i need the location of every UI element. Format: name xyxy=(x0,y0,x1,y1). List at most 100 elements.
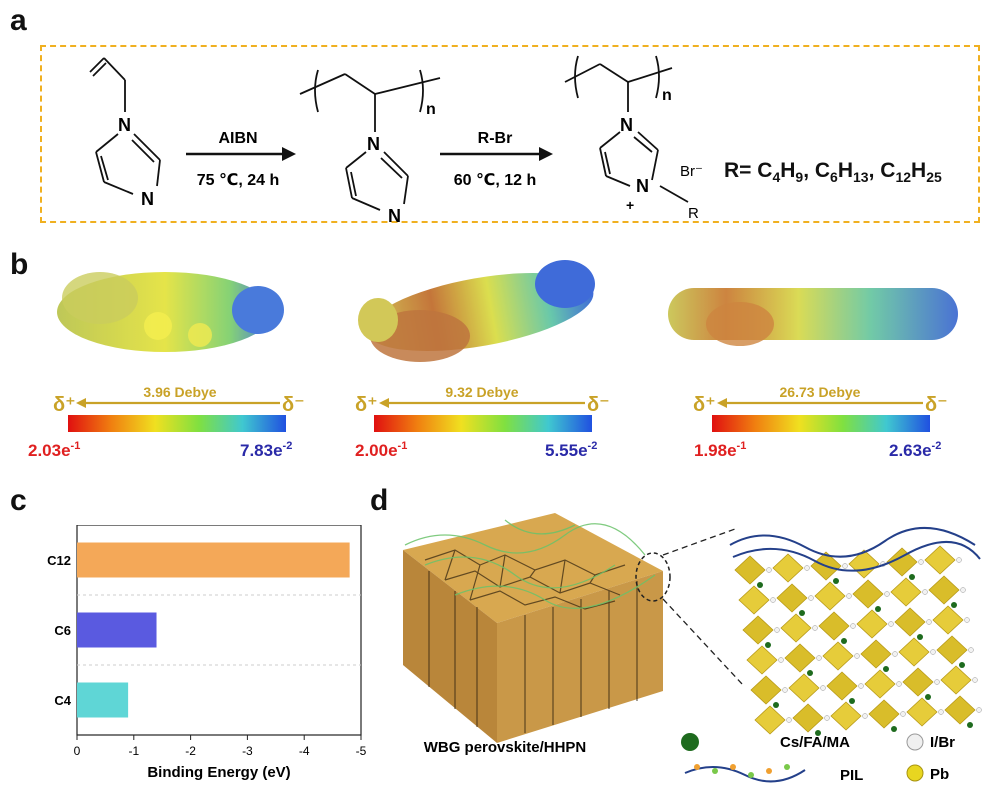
esp-min-2: 2.00e-1 xyxy=(355,440,407,460)
halide-atom xyxy=(888,621,894,627)
polymer-structure xyxy=(299,69,441,211)
halide-atom xyxy=(976,707,982,713)
octahedron xyxy=(830,701,862,731)
halide-atom xyxy=(900,711,906,717)
halide-atom xyxy=(766,567,772,573)
delta-minus-3: δ⁻ xyxy=(925,394,948,416)
halide-atom xyxy=(824,715,830,721)
category-label-c12: C12 xyxy=(47,553,71,568)
r-group-definition: R= C4H9, C6H13, C12H25 xyxy=(724,159,942,186)
scheme-drawing: N N AIBN 75 ℃, 24 h n N N R-Br xyxy=(89,55,703,226)
r-c4h9: C4H9 xyxy=(757,159,804,186)
octahedron xyxy=(906,697,938,727)
halide-atom xyxy=(820,685,826,691)
octahedron xyxy=(932,605,964,635)
a-site-cation xyxy=(849,698,855,704)
a-site-cation xyxy=(799,610,805,616)
legend-label-pil: PIL xyxy=(840,767,863,784)
x-tick-label: 0 xyxy=(74,744,81,758)
octahedron xyxy=(924,545,956,575)
a-site-cation xyxy=(925,694,931,700)
a-site-cation xyxy=(841,638,847,644)
halide-atom xyxy=(816,655,822,661)
repeat-n-1: n xyxy=(426,101,436,118)
octahedron xyxy=(868,699,900,729)
octahedron xyxy=(886,547,918,577)
bar-c12 xyxy=(77,542,350,578)
pil-n1: N xyxy=(620,115,633,135)
halide-atom xyxy=(842,563,848,569)
octahedron xyxy=(780,613,812,643)
octahedron xyxy=(814,581,846,611)
perovskite-block xyxy=(403,513,663,743)
octahedron xyxy=(860,639,892,669)
legend-marker-pil xyxy=(684,764,806,783)
x-tick-label: -1 xyxy=(128,744,139,758)
zoom-region xyxy=(635,552,671,602)
r-c6h13: C6H13 xyxy=(814,159,869,186)
a-site-cation xyxy=(959,662,965,668)
legend-marker-cs xyxy=(681,733,699,751)
halide-atom xyxy=(846,593,852,599)
octahedron xyxy=(746,645,778,675)
category-label-c6: C6 xyxy=(54,623,71,638)
octahedron xyxy=(754,705,786,735)
octahedron xyxy=(944,695,976,725)
delta-minus-1: δ⁻ xyxy=(282,394,305,416)
esp-min-3: 1.98e-1 xyxy=(694,440,746,460)
esp-max-3: 2.63e-2 xyxy=(889,440,941,460)
panel-label-d: d xyxy=(370,484,389,517)
halide-atom xyxy=(770,597,776,603)
octahedron xyxy=(822,641,854,671)
monomer-structure xyxy=(89,57,161,195)
octahedron xyxy=(788,673,820,703)
octahedron xyxy=(928,575,960,605)
repeat-n-2: n xyxy=(662,87,672,104)
octahedron xyxy=(848,549,880,579)
halide-atom xyxy=(922,589,928,595)
halide-atom xyxy=(934,679,940,685)
x-tick-label: -3 xyxy=(242,744,253,758)
scheme-border xyxy=(40,45,980,223)
a-site-cation xyxy=(765,642,771,648)
halide-atom xyxy=(858,683,864,689)
halide-atom xyxy=(896,681,902,687)
octahedron xyxy=(742,615,774,645)
perovskite-schematic: WBG perovskite/HHPN Cs/FA/MA I/Br PIL Pb xyxy=(403,513,982,784)
a-site-cation xyxy=(909,574,915,580)
halide-atom xyxy=(968,647,974,653)
dipole-block-3: δ⁺ δ⁻ 26.73 Debye 1.98e-1 2.63e-2 xyxy=(693,384,948,460)
octahedron xyxy=(772,553,804,583)
delta-plus-3: δ⁺ xyxy=(693,394,716,416)
dipole-value-3: 26.73 Debye xyxy=(780,384,861,400)
polymer-n1: N xyxy=(367,134,380,154)
octahedron xyxy=(936,635,968,665)
r-substituent: R xyxy=(688,205,699,222)
esp-min-1: 2.03e-1 xyxy=(28,440,80,460)
a-site-cation xyxy=(815,730,821,736)
halide-atom xyxy=(918,559,924,565)
octahedron xyxy=(750,675,782,705)
a-site-cation xyxy=(773,702,779,708)
dipole-block-1: δ⁺ δ⁻ 3.96 Debye 2.03e-1 7.83e-2 xyxy=(28,384,305,460)
a-site-cation xyxy=(833,578,839,584)
esp-surface-c12 xyxy=(668,288,958,346)
halide-atom xyxy=(960,587,966,593)
r-def-prefix: R= xyxy=(724,159,758,182)
schematic-caption: WBG perovskite/HHPN xyxy=(424,739,587,756)
reagent-aibn: AIBN xyxy=(218,130,257,147)
halide-atom xyxy=(854,653,860,659)
polymer-n3: N xyxy=(388,206,401,226)
octahedron xyxy=(818,611,850,641)
esp-surface-c4 xyxy=(57,272,284,352)
octahedron xyxy=(784,643,816,673)
halide-atom xyxy=(850,623,856,629)
octahedron xyxy=(826,671,858,701)
delta-plus-2: δ⁺ xyxy=(355,394,378,416)
panel-label-c: c xyxy=(10,484,27,517)
halide-atom xyxy=(884,591,890,597)
halide-atom xyxy=(956,557,962,563)
conditions-2: 60 ℃, 12 h xyxy=(454,172,537,189)
esp-max-1: 7.83e-2 xyxy=(240,440,292,460)
color-bar-1 xyxy=(68,415,286,432)
